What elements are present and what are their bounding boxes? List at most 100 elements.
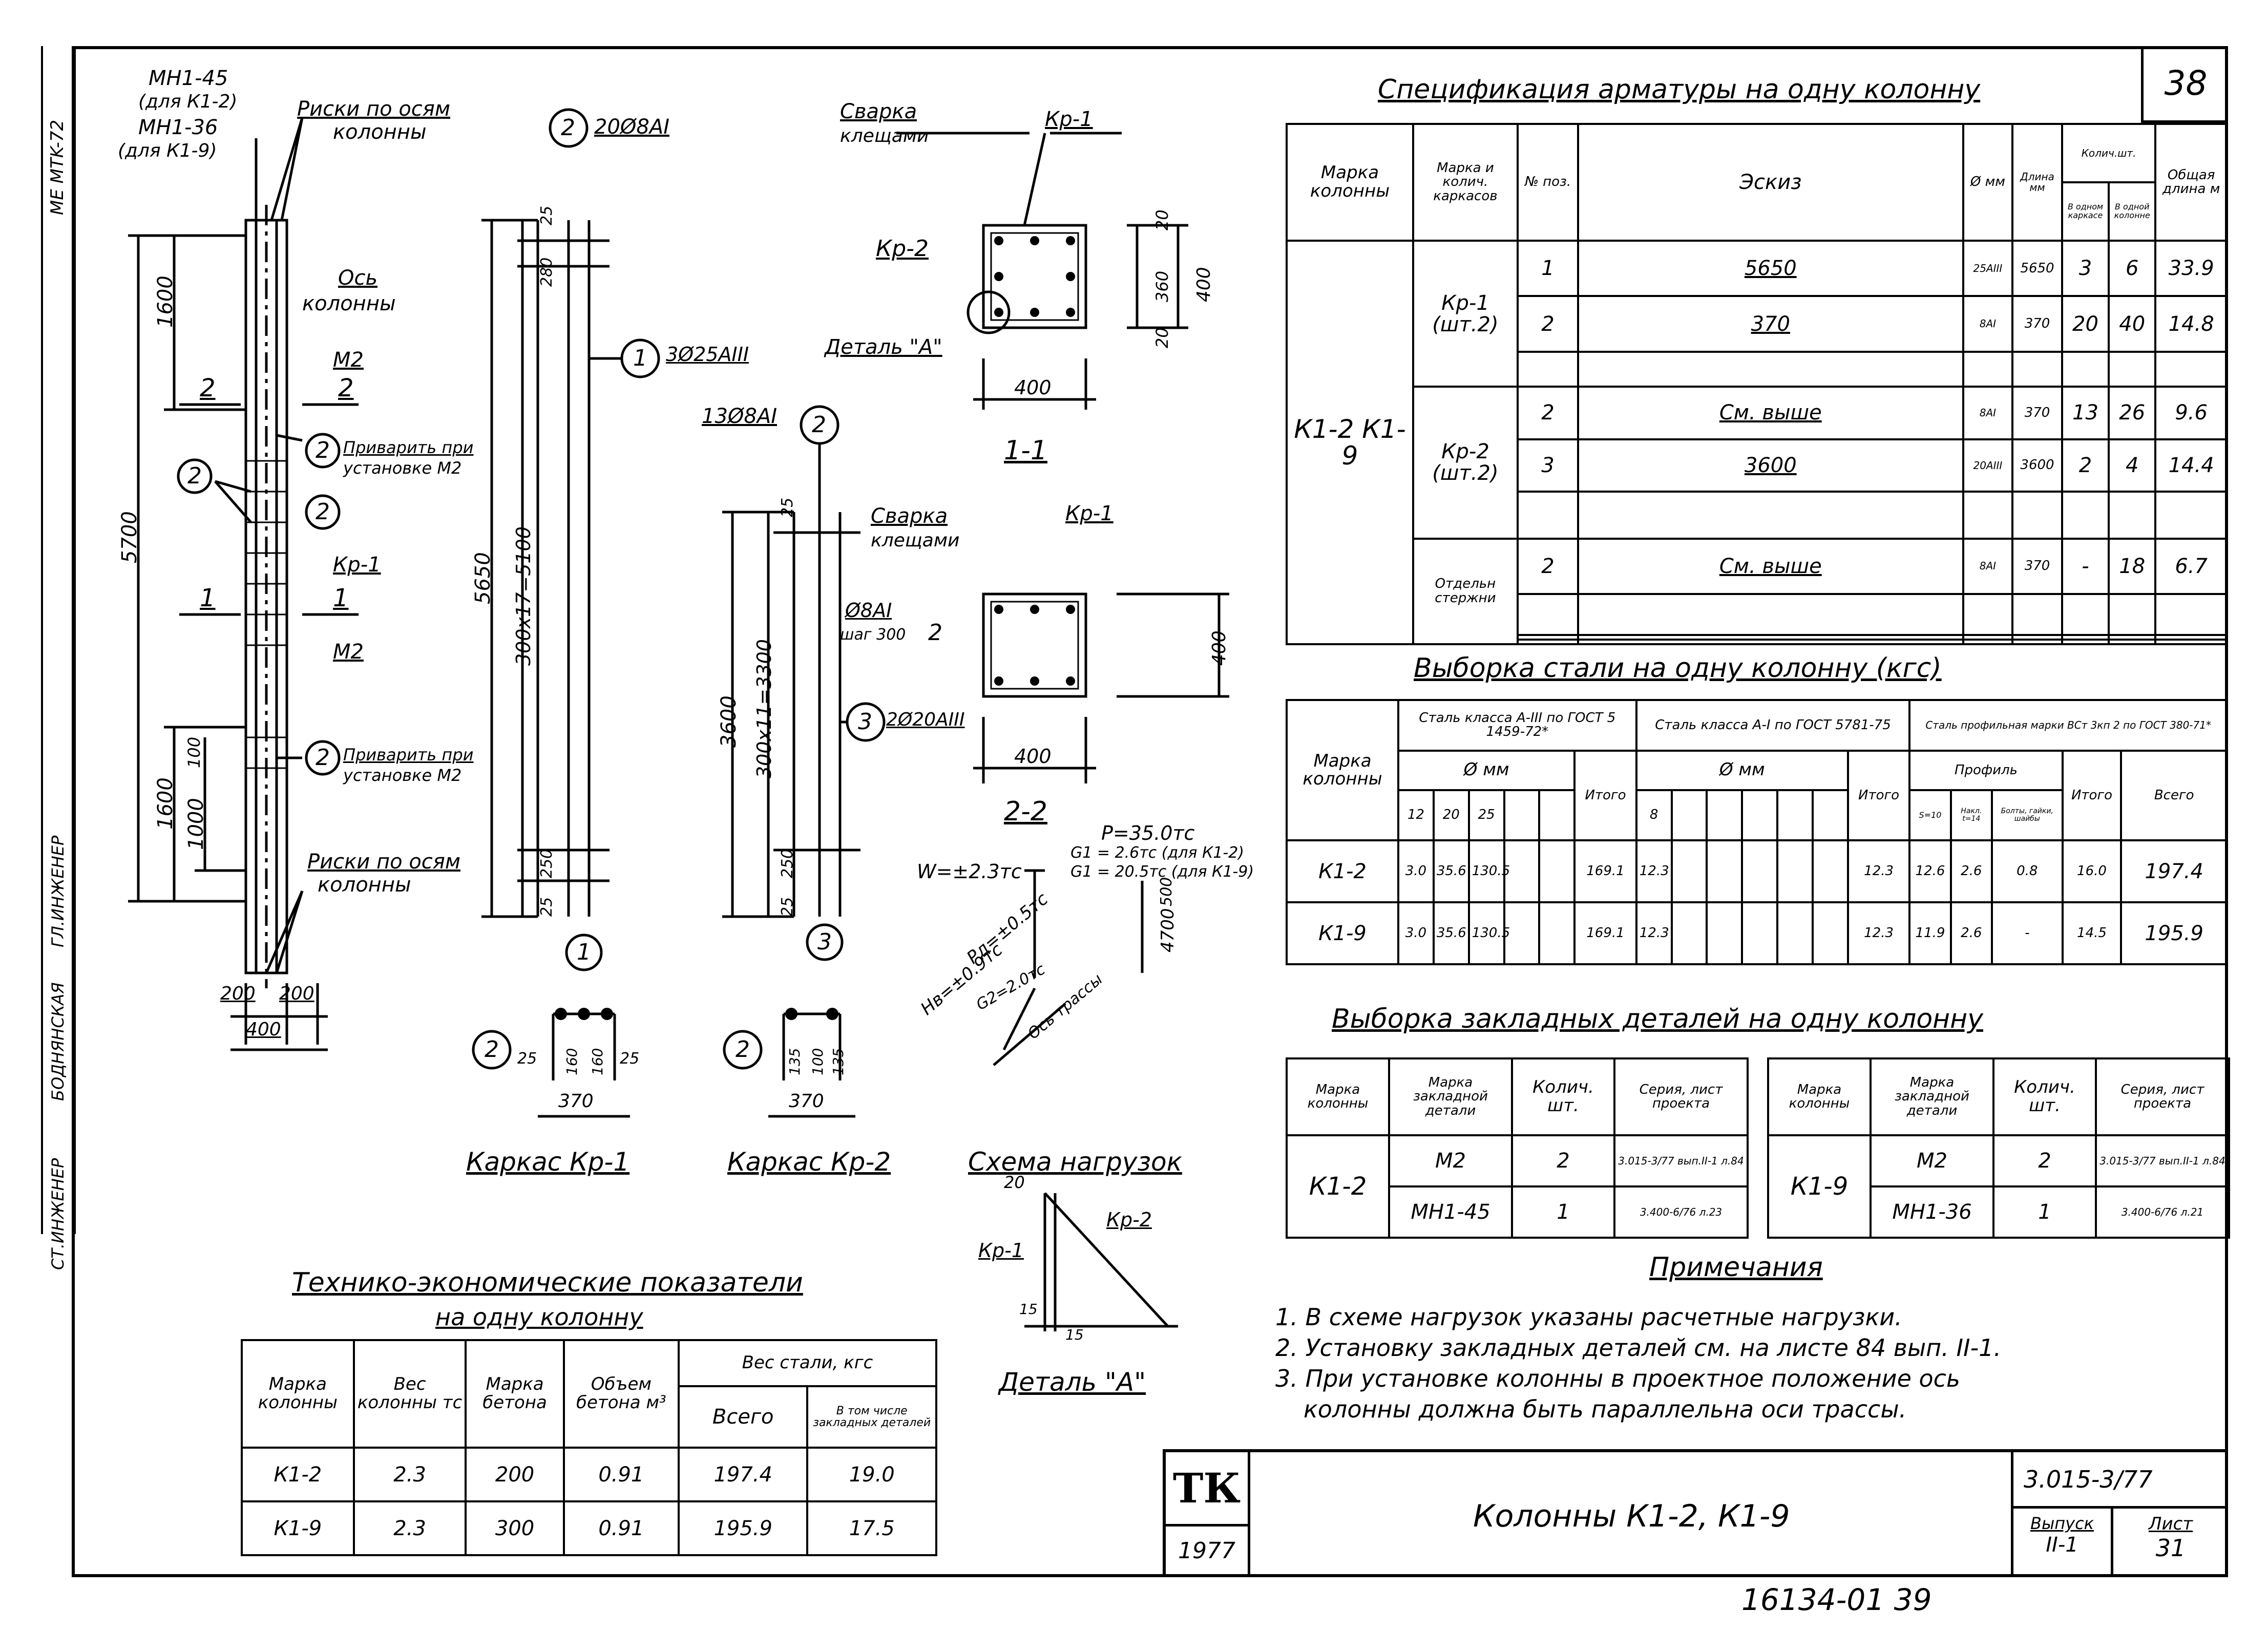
spec-sketch: См. выше [1577,386,1964,440]
steel-h-p2: Накл. t=14 [1949,789,1993,842]
spec-qc: 40 [2108,295,2157,353]
title-logo-cell: ТК [1166,1452,1250,1526]
spec-qf: 20 [2061,295,2110,353]
embedded-table-title: Выборка закладных деталей на одну колонн… [1332,1004,1983,1034]
spec-column-mark: К1-2 К1-9 [1286,240,1414,645]
spec-h-len: Длина мм [2011,122,2063,242]
title-year: 1977 [1178,1537,1235,1564]
label-step2: шаг 300 [840,626,906,644]
tech-h-weight: Вес колонны тс [352,1339,467,1449]
circle-label-kr1-2: 2 [561,115,575,141]
label-kr2-sec: Кр-2 [876,236,929,262]
dim-20-bottom: 20 [1152,327,1172,348]
dim-25-kr2-bottom: 25 [779,897,796,917]
dim-25-kr2-top: 25 [779,497,796,517]
dim-detail-20: 20 [1004,1173,1025,1192]
steel-pt: 14.5 [2061,901,2123,965]
spec-table: Марка колонны Марка и колич. каркасов № … [1286,122,2228,646]
circle-label-f1-2: 2 [485,1036,499,1063]
label-kr1-elev: Кр-1 [333,553,381,577]
spec-sketch: См. выше [1577,537,1964,595]
spec-h-qty-frame: В одном каркасе [2061,181,2110,242]
title-year-cell: 1977 [1166,1524,1250,1577]
emb-detail: М2 [1388,1134,1513,1187]
steel-v25: 130.5 [1467,839,1510,904]
steel-h-grand: Всего [2120,749,2228,842]
spec-qc: 6 [2108,240,2157,298]
tech-volume: 0.91 [562,1500,680,1556]
steel-h-total3: Итого [1573,749,1637,842]
spec-total: 14.8 [2154,295,2228,353]
steel-t1: 12.3 [1846,839,1911,904]
dim-25-kr1-bottom: 25 [538,897,556,917]
tech-h-all: Всего [677,1385,809,1449]
tech-all: 197.4 [677,1447,809,1502]
spec-qc: 4 [2108,438,2157,493]
spec-len: 370 [2011,537,2063,595]
emb-qty: 2 [1992,1134,2097,1187]
dim-200b: 200 [279,983,314,1004]
note-3: 3. При установке колонны в проектное пол… [1275,1365,1961,1392]
label-column-top: колонны [333,120,427,144]
dim-1600-top: 1600 [154,275,177,328]
steel-v20: 35.6 [1432,839,1470,904]
dim-f2-135a: 135 [786,1048,803,1075]
label-kr1-sec2: Кр-1 [1065,502,1114,525]
tech-h-incl: В том числе закладных деталей [806,1385,937,1449]
label-sec1-right: 1 [333,584,349,612]
circle-label-kr2-3: 3 [858,709,872,735]
emb-h-series-r: Серия, лист проекта [2095,1057,2230,1136]
label-sec22: 2-2 [1004,796,1047,827]
dim-f2-100: 100 [809,1048,826,1075]
steel-h-mark: Марка колонны [1286,698,1399,842]
title-sheet-label: Лист [2148,1514,2193,1534]
steel-v12: 3.0 [1397,901,1435,965]
label-axis: Ось [338,266,378,290]
spec-sketch: 5650 [1577,240,1964,298]
spec-qf: - [2061,537,2110,595]
title-block: ТК 1977 Колонны К1-2, К1-9 3.015-3/77 Вы… [1163,1449,2228,1577]
label-load-scheme: Схема нагрузок [968,1147,1182,1177]
spec-dia: 25АIII [1962,240,2014,298]
spec-sketch: 3600 [1577,438,1964,493]
label-bar13: 13Ø8АI [702,405,777,428]
dim-4700: 4700 [1158,908,1178,952]
dim-280: 280 [538,257,556,287]
steel-row-mark: К1-9 [1286,901,1399,965]
steel-p2: 2.6 [1949,901,1993,965]
steel-t3: 169.1 [1573,839,1637,904]
steel-v8: 12.3 [1635,901,1673,965]
label-weld1b: установке М2 [343,458,462,478]
label-kr2-detail: Кр-2 [1106,1208,1152,1231]
tech-h-mark: Марка колонны [241,1339,355,1449]
spec-h-qty-col: В одной колонне [2108,181,2157,242]
dim-300x11: 300x11=3300 [753,639,775,778]
steel-h-class3: Сталь класса А-III по ГОСТ 5 1459-72* [1397,699,1637,752]
dim-300x17: 300x17=5100 [512,526,535,666]
spec-len: 3600 [2011,438,2063,493]
dim-f1-370: 370 [558,1091,594,1112]
circle-label-c: 2 [316,745,330,771]
steel-v20: 35.6 [1432,901,1470,965]
spec-pos: 2 [1516,386,1580,440]
dim-f2-370: 370 [789,1091,824,1112]
spec-dia: 8АI [1962,295,2014,353]
steel-v12: 3.0 [1397,839,1435,904]
label-detail-a: Деталь "А" [999,1367,1146,1397]
label-mn136: МН1-36 [138,116,218,139]
label-for-k19: (для К1-9) [118,140,217,161]
tech-mark: К1-9 [241,1500,355,1556]
steel-all: 195.9 [2120,901,2228,965]
spec-dia: 20АIII [1962,438,2014,493]
steel-table-title: Выборка стали на одну колонну (кгс) [1414,653,1942,684]
dim-400-sec1-h: 400 [1014,376,1052,399]
title-issue-label: Выпуск [2030,1514,2094,1533]
tech-incl: 17.5 [806,1500,937,1556]
circle-label-left: 2 [187,463,202,489]
label-kr1-frame: Каркас Кр-1 [466,1147,630,1177]
steel-p1: 12.6 [1908,839,1952,904]
dim-400-col: 400 [246,1019,281,1040]
steel-h-25: 25 [1467,789,1505,842]
note-2: 2. Установку закладных деталей см. на ли… [1275,1334,2002,1362]
